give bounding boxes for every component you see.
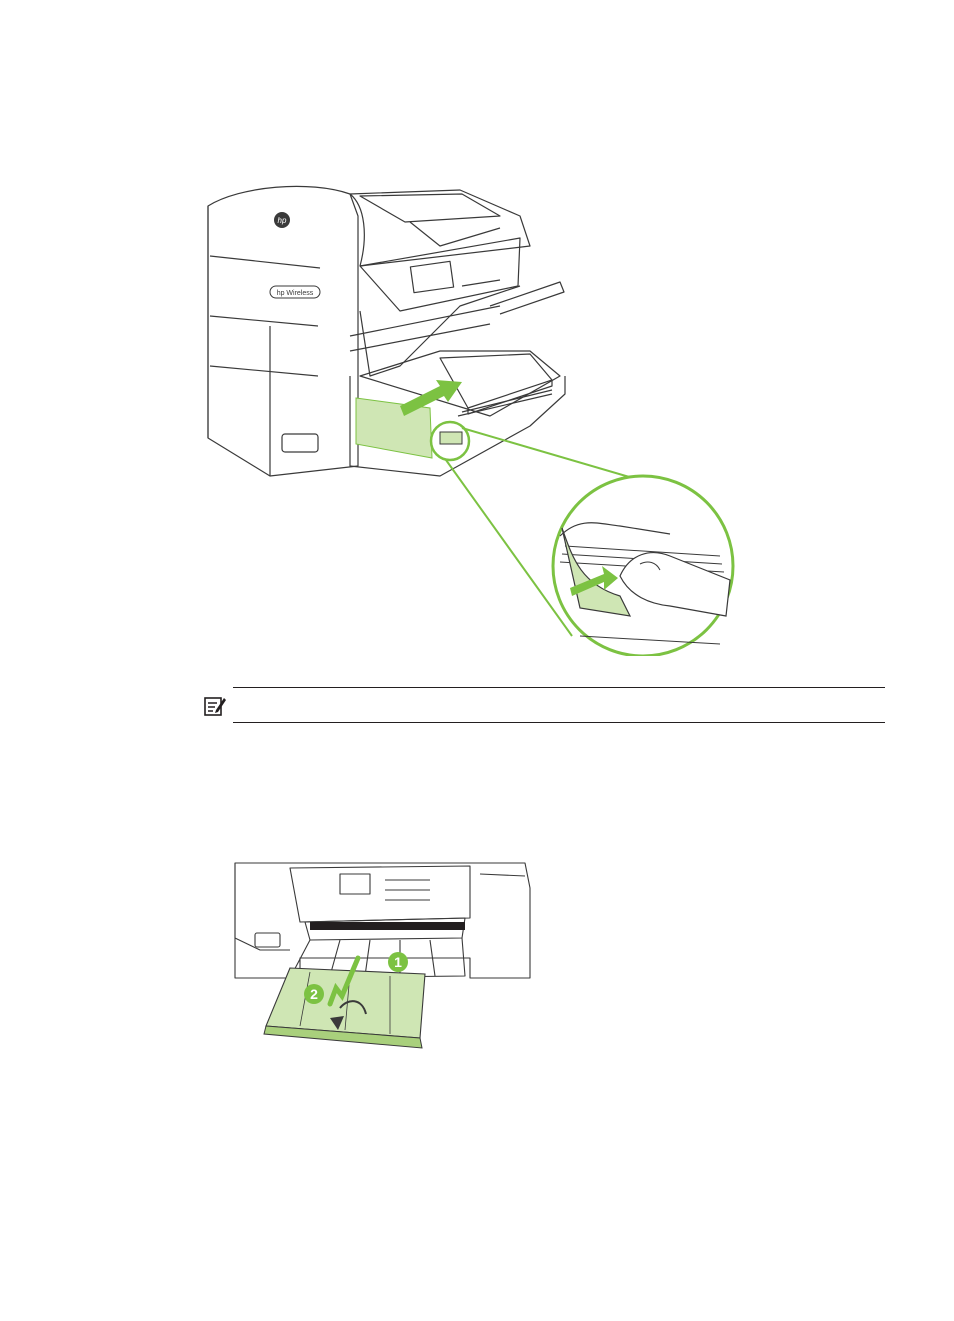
note-rule-bottom (233, 722, 885, 723)
wireless-badge-text: hp Wireless (277, 290, 314, 297)
control-panel (360, 238, 520, 311)
tray-extension-figure: 1 2 (230, 858, 535, 1058)
insert-arrow-icon (400, 380, 462, 416)
magnified-detail (553, 476, 733, 656)
step-1-label: 1 (394, 954, 402, 970)
note-rule-top (233, 687, 885, 688)
hp-logo-text: hp (278, 216, 287, 225)
printer-body-outline (208, 186, 358, 476)
step-2-label: 2 (310, 986, 318, 1002)
printer-tray-figure: hp hp Wireless (200, 176, 745, 656)
note-pad-icon (203, 695, 227, 717)
